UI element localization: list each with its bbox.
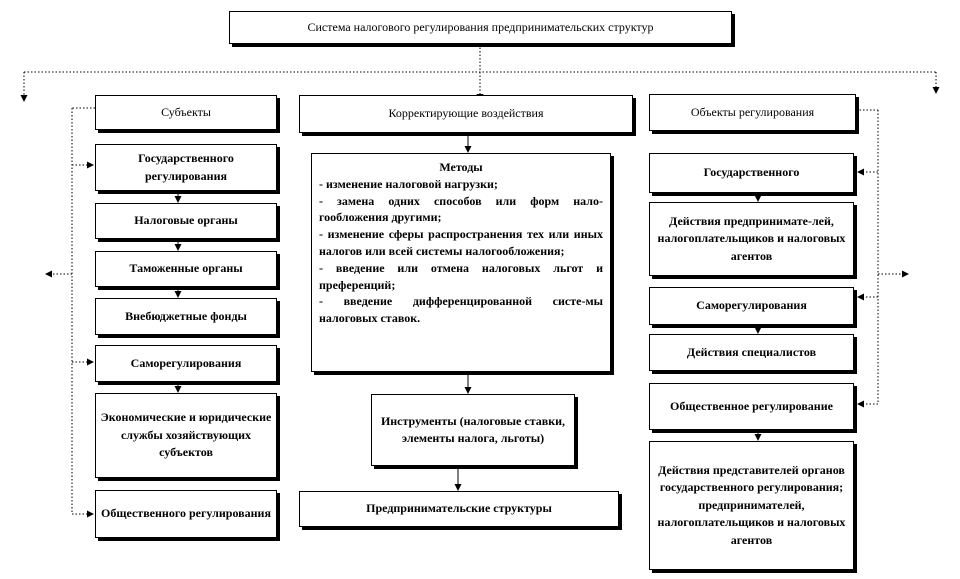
method-item: - изменение сферы распространения тех ил… — [319, 227, 603, 258]
subject-economic-legal-services: Экономические и юридические службы хозяй… — [95, 393, 277, 478]
object-representative-actions: Действия представителей органов государс… — [649, 441, 854, 570]
subject-customs-authorities: Таможенные органы — [95, 251, 277, 287]
subject-tax-authorities: Налоговые органы — [95, 203, 277, 239]
method-item: - замена одних способов или форм нало-го… — [319, 193, 603, 225]
subject-public-regulation: Общественного регулирования — [95, 490, 277, 538]
objects-header: Объекты регулирования — [649, 94, 856, 131]
method-item: - изменение налоговой нагрузки; — [319, 176, 498, 191]
object-state: Государственного — [649, 153, 854, 193]
method-item: - введение или отмена налоговых льгот и … — [319, 260, 603, 292]
entrepreneurial-structures-box: Предпринимательские структуры — [299, 491, 619, 527]
instruments-box: Инструменты (налоговые ставки, элементы … — [371, 394, 575, 466]
methods-title: Методы — [439, 160, 483, 174]
subject-state-regulation: Государственного регулирования — [95, 144, 277, 191]
object-self-regulation: Саморегулирования — [649, 287, 854, 325]
method-item: - введение дифференцированной систе-мы н… — [319, 294, 603, 326]
methods-box: Методы - изменение налоговой нагрузки; -… — [311, 153, 611, 372]
object-public-regulation: Общественное регулирование — [649, 383, 854, 430]
subject-self-regulation: Саморегулирования — [95, 345, 277, 382]
subjects-header: Субъекты — [95, 95, 277, 130]
object-specialist-actions: Действия специалистов — [649, 334, 854, 371]
subject-extrabudgetary-funds: Внебюджетные фонды — [95, 298, 277, 335]
object-entrepreneur-actions: Действия предпринимате-лей, налогоплател… — [649, 202, 854, 276]
diagram-title: Система налогового регулирования предпри… — [229, 11, 732, 44]
corrective-actions-header: Корректирующие воздействия — [299, 95, 633, 133]
